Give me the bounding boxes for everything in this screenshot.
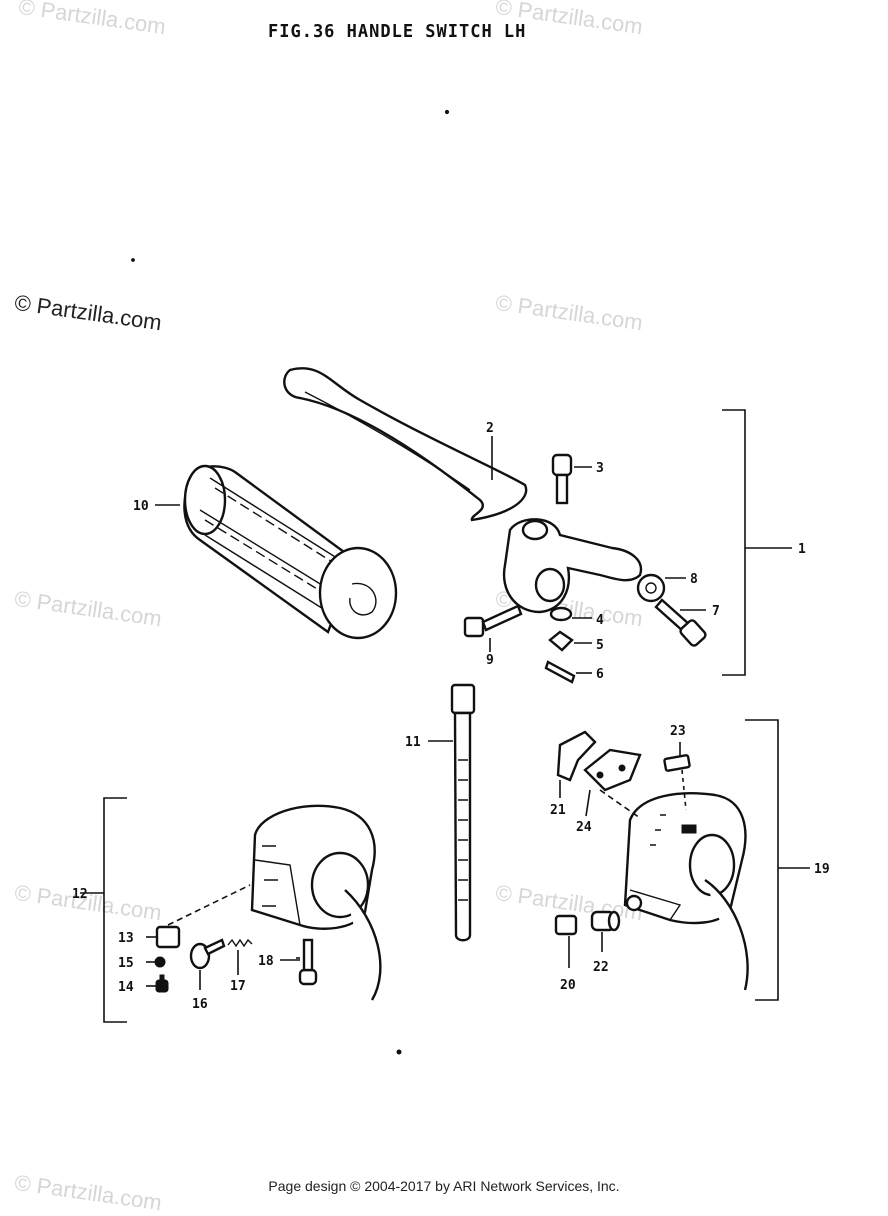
callout-24: 24 xyxy=(576,820,592,835)
page-footer: Page design © 2004-2017 by ARI Network S… xyxy=(268,1178,620,1194)
callout-23: 23 xyxy=(670,724,686,739)
callout-11: 11 xyxy=(405,735,421,750)
handle-grip xyxy=(183,464,398,640)
clutch-lever xyxy=(283,367,528,522)
callout-5: 5 xyxy=(596,638,604,653)
leader-line xyxy=(599,789,641,819)
callout-7: 7 xyxy=(712,604,720,619)
lever-holder xyxy=(502,518,643,614)
cotter-pin xyxy=(544,660,576,684)
speck xyxy=(444,109,450,115)
callout-12: 12 xyxy=(72,887,88,902)
pin xyxy=(663,754,691,772)
speck xyxy=(131,258,135,262)
bracket-assembly-19 xyxy=(745,719,779,1001)
figure-title: FIG.36 HANDLE SWITCH LH xyxy=(268,21,527,43)
leader-line xyxy=(585,789,591,817)
callout-4: 4 xyxy=(596,613,604,628)
callout-2: 2 xyxy=(486,421,494,436)
callout-21: 21 xyxy=(550,803,566,818)
lever-bolt xyxy=(463,604,523,638)
ball xyxy=(154,956,166,968)
washer xyxy=(636,573,666,603)
switch-assembly xyxy=(623,792,749,991)
pivot-bolt xyxy=(551,453,573,505)
clamp-bolt xyxy=(654,598,707,647)
callout-19: 19 xyxy=(814,862,830,877)
callout-8: 8 xyxy=(690,572,698,587)
bushing xyxy=(590,910,621,932)
callout-15: 15 xyxy=(118,956,134,971)
leader-line xyxy=(681,769,687,811)
callout-17: 17 xyxy=(230,979,246,994)
knob xyxy=(554,914,578,936)
callout-22: 22 xyxy=(593,960,609,975)
screw xyxy=(298,938,318,986)
nut xyxy=(548,630,574,652)
callout-16: 16 xyxy=(192,997,208,1012)
callout-9: 9 xyxy=(486,653,494,668)
callout-1: 1 xyxy=(798,542,806,557)
contact-plate xyxy=(583,748,642,792)
spring xyxy=(227,938,253,948)
switch-knob xyxy=(155,925,181,949)
cable-tie xyxy=(450,683,476,942)
callout-20: 20 xyxy=(560,978,576,993)
switch-plunger xyxy=(189,938,226,970)
switch-assembly-lh xyxy=(250,804,382,1001)
callout-10: 10 xyxy=(133,499,149,514)
switch-lever xyxy=(556,730,597,782)
screw xyxy=(155,974,169,993)
callout-6: 6 xyxy=(596,667,604,682)
callout-14: 14 xyxy=(118,980,134,995)
callout-3: 3 xyxy=(596,461,604,476)
bracket-assembly-12 xyxy=(103,797,127,1023)
washer-hole xyxy=(645,582,657,594)
callout-13: 13 xyxy=(118,931,134,946)
washer xyxy=(549,606,573,622)
leader-line xyxy=(167,884,251,926)
bracket-assembly-1 xyxy=(722,409,746,676)
callout-18: 18 xyxy=(258,954,274,969)
speck xyxy=(396,1049,402,1055)
